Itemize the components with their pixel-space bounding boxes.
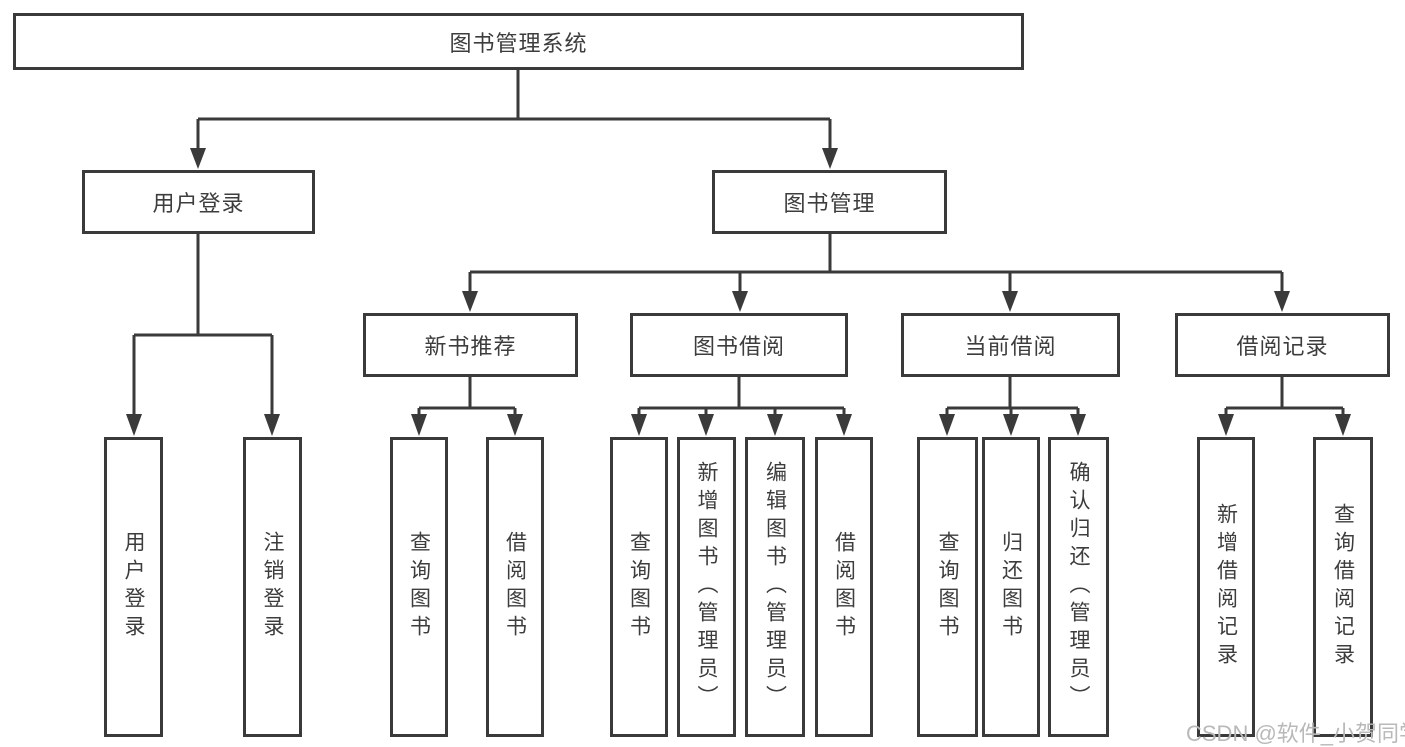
leaf-cb-confirm-return-admin-label: 确认归还（管理员） xyxy=(1067,461,1090,713)
leaf-cb-query-books-label: 查询图书 xyxy=(936,531,959,643)
node-book-borrowing: 图书借阅 xyxy=(630,313,848,377)
node-book-borrowing-label: 图书借阅 xyxy=(692,334,785,359)
node-library-system-label: 图书管理系统 xyxy=(449,30,588,56)
arrowhead xyxy=(264,414,280,436)
leaf-nbr-borrow-books-label: 借阅图书 xyxy=(503,531,527,643)
node-new-book-recommend: 新书推荐 xyxy=(363,313,578,377)
arrowhead xyxy=(732,291,748,312)
leaf-br-query-record: 查询借阅记录 xyxy=(1313,437,1373,737)
arrowhead xyxy=(822,148,838,169)
leaf-bb-edit-books-admin: 编辑图书（管理员） xyxy=(745,437,805,737)
connector-current-borrowing xyxy=(945,377,1080,415)
connector-new-book-recommend xyxy=(417,377,517,415)
leaf-br-query-record-label: 查询借阅记录 xyxy=(1331,503,1355,671)
node-borrowing-records-label: 借阅记录 xyxy=(1236,334,1329,359)
connector-user-login xyxy=(132,234,274,415)
leaf-bb-add-books-admin-label: 新增图书（管理员） xyxy=(695,461,718,713)
node-book-management: 图书管理 xyxy=(712,170,947,234)
arrowhead xyxy=(126,414,142,436)
arrowhead xyxy=(836,414,852,436)
arrowhead xyxy=(1218,414,1234,436)
leaf-user-login-label: 用户登录 xyxy=(122,531,145,643)
leaf-br-add-record-label: 新增借阅记录 xyxy=(1214,503,1238,671)
leaf-cb-return-books-label: 归还图书 xyxy=(999,531,1023,643)
arrowhead xyxy=(507,414,523,436)
leaf-bb-query-books-label: 查询图书 xyxy=(627,531,651,643)
arrowhead xyxy=(1274,291,1290,312)
leaf-cb-return-books: 归还图书 xyxy=(982,437,1040,737)
node-book-management-label: 图书管理 xyxy=(783,191,876,216)
arrowhead xyxy=(190,148,206,169)
leaf-logout: 注销登录 xyxy=(243,437,302,737)
arrowhead xyxy=(1002,291,1018,312)
connector-book-management xyxy=(468,234,1284,291)
leaf-nbr-borrow-books: 借阅图书 xyxy=(486,437,544,737)
leaf-bb-borrow-books-label: 借阅图书 xyxy=(832,531,856,643)
node-new-book-recommend-label: 新书推荐 xyxy=(424,334,517,359)
arrowhead xyxy=(1070,414,1086,436)
arrowhead xyxy=(939,414,955,436)
arrowhead xyxy=(462,291,478,312)
node-borrowing-records: 借阅记录 xyxy=(1175,313,1390,377)
arrowhead xyxy=(1003,414,1019,436)
leaf-br-add-record: 新增借阅记录 xyxy=(1197,437,1255,737)
leaf-cb-query-books: 查询图书 xyxy=(917,437,978,737)
leaf-nbr-query-books: 查询图书 xyxy=(390,437,448,737)
arrowhead xyxy=(767,414,783,436)
leaf-user-login: 用户登录 xyxy=(104,437,163,737)
leaf-logout-label: 注销登录 xyxy=(261,531,284,643)
leaf-bb-borrow-books: 借阅图书 xyxy=(815,437,873,737)
node-user-login: 用户登录 xyxy=(82,170,315,234)
connector-borrowing-records xyxy=(1224,377,1345,415)
leaf-bb-query-books: 查询图书 xyxy=(610,437,668,737)
connector-book-borrowing xyxy=(637,377,846,415)
node-current-borrowing-label: 当前借阅 xyxy=(964,334,1057,359)
arrowhead xyxy=(698,414,714,436)
leaf-cb-confirm-return-admin: 确认归还（管理员） xyxy=(1048,437,1109,737)
node-library-system: 图书管理系统 xyxy=(13,13,1024,70)
leaf-bb-add-books-admin: 新增图书（管理员） xyxy=(677,437,736,737)
arrowhead xyxy=(631,414,647,436)
node-current-borrowing: 当前借阅 xyxy=(901,313,1120,377)
connector-root-to-level2 xyxy=(196,70,832,149)
node-user-login-label: 用户登录 xyxy=(152,191,245,216)
arrowhead xyxy=(1335,414,1351,436)
arrowhead xyxy=(411,414,427,436)
leaf-bb-edit-books-admin-label: 编辑图书（管理员） xyxy=(763,461,787,713)
leaf-nbr-query-books-label: 查询图书 xyxy=(407,531,431,643)
csdn-watermark: CSDN @软件_小贺同学 xyxy=(1186,721,1405,746)
